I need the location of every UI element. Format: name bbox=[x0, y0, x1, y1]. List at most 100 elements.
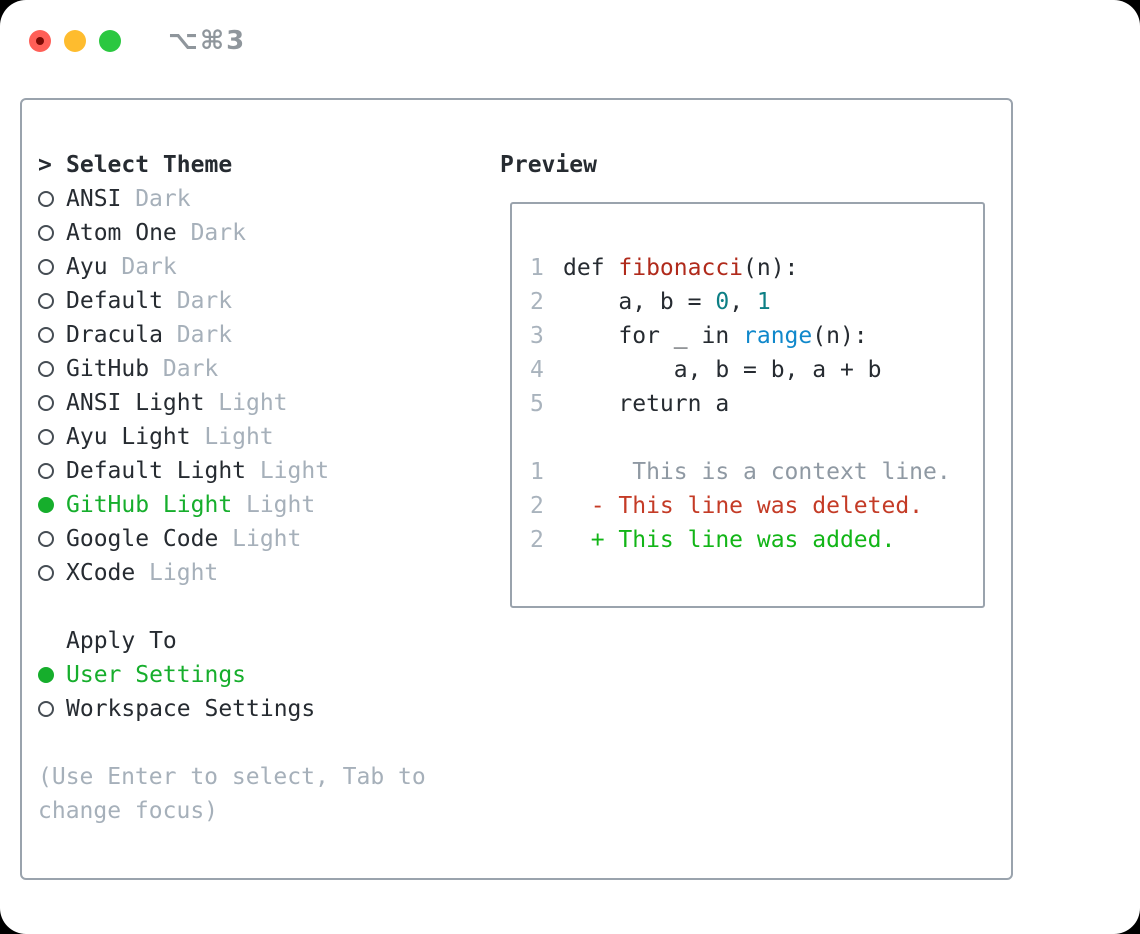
theme-item-label: User Settings bbox=[66, 662, 247, 688]
line-number: 4 bbox=[530, 357, 544, 383]
zoom-button[interactable] bbox=[99, 30, 121, 52]
theme-item[interactable]: Dracula Dark bbox=[38, 318, 426, 352]
code-line: 2 - This line was deleted. bbox=[530, 489, 983, 523]
radio-cell bbox=[38, 225, 66, 241]
theme-badge: Light bbox=[218, 390, 288, 416]
theme-item[interactable]: ANSI Light Light bbox=[38, 386, 426, 420]
theme-item[interactable]: Default Light Light bbox=[38, 454, 426, 488]
theme-badge: Light bbox=[259, 458, 330, 484]
radio-icon bbox=[38, 463, 54, 479]
radio-icon bbox=[38, 429, 54, 445]
theme-badge: Dark bbox=[176, 322, 233, 348]
theme-item-label: Google Code bbox=[66, 526, 219, 552]
code-content: a, b = b, a + b bbox=[563, 353, 882, 387]
hint-line: (Use Enter to select, Tab to bbox=[38, 764, 426, 790]
theme-item-label: ANSI Light bbox=[66, 390, 205, 416]
code-content: - This line was deleted. bbox=[563, 489, 923, 523]
code-line: 3 for _ in range(n): bbox=[530, 319, 983, 353]
theme-item[interactable]: GitHub Dark bbox=[38, 352, 426, 386]
prompt-chevron-icon: > bbox=[38, 152, 52, 178]
theme-badge: Dark bbox=[135, 186, 191, 212]
theme-item[interactable]: XCode Light bbox=[38, 556, 426, 590]
radio-cell bbox=[38, 531, 66, 547]
code-line: 4 a, b = b, a + b bbox=[530, 353, 983, 387]
theme-item[interactable]: GitHub Light Light bbox=[38, 488, 426, 522]
radio-icon bbox=[38, 701, 54, 717]
radio-cell bbox=[38, 293, 66, 309]
radio-cell bbox=[38, 497, 66, 513]
line-number: 2 bbox=[530, 289, 544, 315]
close-button[interactable] bbox=[29, 30, 51, 52]
select-theme-header: > Select Theme bbox=[38, 148, 426, 182]
preview-title: Preview bbox=[500, 152, 597, 178]
apply-option[interactable]: Workspace Settings bbox=[38, 692, 426, 726]
line-number: 2 bbox=[530, 493, 544, 519]
radio-cell bbox=[38, 701, 66, 717]
theme-badge: Dark bbox=[190, 220, 246, 246]
preview-column: Preview 1 def fibonacci(n): 2 a, b = 0, … bbox=[500, 148, 985, 608]
theme-badge: Dark bbox=[176, 288, 233, 314]
theme-item-label: GitHub bbox=[66, 356, 150, 382]
code-segment-text: , bbox=[729, 289, 757, 315]
theme-item[interactable]: Google Code Light bbox=[38, 522, 426, 556]
radio-cell bbox=[38, 565, 66, 581]
theme-badge: Light bbox=[232, 526, 302, 552]
theme-badge: Dark bbox=[121, 254, 177, 280]
theme-item-label: Default bbox=[66, 288, 163, 314]
theme-item[interactable]: ANSI Dark bbox=[38, 182, 426, 216]
radio-icon bbox=[38, 667, 54, 683]
line-number: 5 bbox=[530, 391, 544, 417]
code-content: for _ in range(n): bbox=[563, 319, 868, 353]
code-line: 1 def fibonacci(n): bbox=[530, 251, 983, 285]
preview-header: Preview bbox=[500, 148, 985, 182]
code-segment-number: 0 bbox=[715, 289, 730, 315]
line-number: 1 bbox=[530, 255, 544, 281]
radio-cell bbox=[38, 463, 66, 479]
theme-badge: Light bbox=[149, 560, 219, 586]
theme-item-label: GitHub Light bbox=[66, 492, 233, 518]
minimize-button[interactable] bbox=[64, 30, 86, 52]
radio-icon bbox=[38, 327, 54, 343]
theme-badge: Light bbox=[204, 424, 274, 450]
theme-item-label: ANSI bbox=[66, 186, 122, 212]
code-segment-number: 1 bbox=[756, 289, 771, 315]
code-line bbox=[530, 421, 983, 455]
window-title: ⌥⌘3 bbox=[168, 26, 247, 56]
theme-item-label: Default Light bbox=[66, 458, 247, 484]
theme-item-label: Dracula bbox=[66, 322, 163, 348]
code-segment-added: + This line was added. bbox=[563, 527, 896, 553]
radio-icon bbox=[38, 259, 54, 275]
theme-item[interactable]: Ayu Dark bbox=[38, 250, 426, 284]
code-line: 2 a, b = 0, 1 bbox=[530, 285, 983, 319]
code-segment-text: a, b = b, a + b bbox=[563, 357, 882, 383]
radio-icon bbox=[38, 191, 54, 207]
theme-item-label: Ayu Light bbox=[66, 424, 191, 450]
code-segment-text: for _ in bbox=[563, 323, 744, 349]
hint-line: change focus) bbox=[38, 798, 219, 824]
radio-icon bbox=[38, 225, 54, 241]
code-segment-deleted: - This line was deleted. bbox=[563, 493, 924, 519]
theme-item[interactable]: Ayu Light Light bbox=[38, 420, 426, 454]
hint-text: (Use Enter to select, Tab to change focus… bbox=[38, 760, 426, 828]
line-number: 1 bbox=[530, 459, 544, 485]
radio-cell bbox=[38, 429, 66, 445]
radio-cell bbox=[38, 667, 66, 683]
theme-item[interactable]: Atom One Dark bbox=[38, 216, 426, 250]
theme-picker: > Select Theme ANSI Dark Atom One Dark A… bbox=[38, 148, 426, 828]
radio-cell bbox=[38, 395, 66, 411]
spacer bbox=[38, 726, 426, 760]
select-theme-title: Select Theme bbox=[66, 152, 233, 178]
theme-badge: Dark bbox=[162, 356, 219, 382]
theme-item-label: XCode bbox=[66, 560, 136, 586]
code-content: This is a context line. bbox=[563, 455, 951, 489]
titlebar: ⌥⌘3 bbox=[0, 0, 1140, 56]
apply-option[interactable]: User Settings bbox=[38, 658, 426, 692]
theme-item-label: Workspace Settings bbox=[66, 696, 316, 722]
radio-cell bbox=[38, 191, 66, 207]
code-line: 5 return a bbox=[530, 387, 983, 421]
code-segment-text: return a bbox=[563, 391, 730, 417]
code-segment-text: (n): bbox=[812, 323, 868, 349]
code-content: a, b = 0, 1 bbox=[563, 285, 771, 319]
radio-cell bbox=[38, 259, 66, 275]
theme-item[interactable]: Default Dark bbox=[38, 284, 426, 318]
